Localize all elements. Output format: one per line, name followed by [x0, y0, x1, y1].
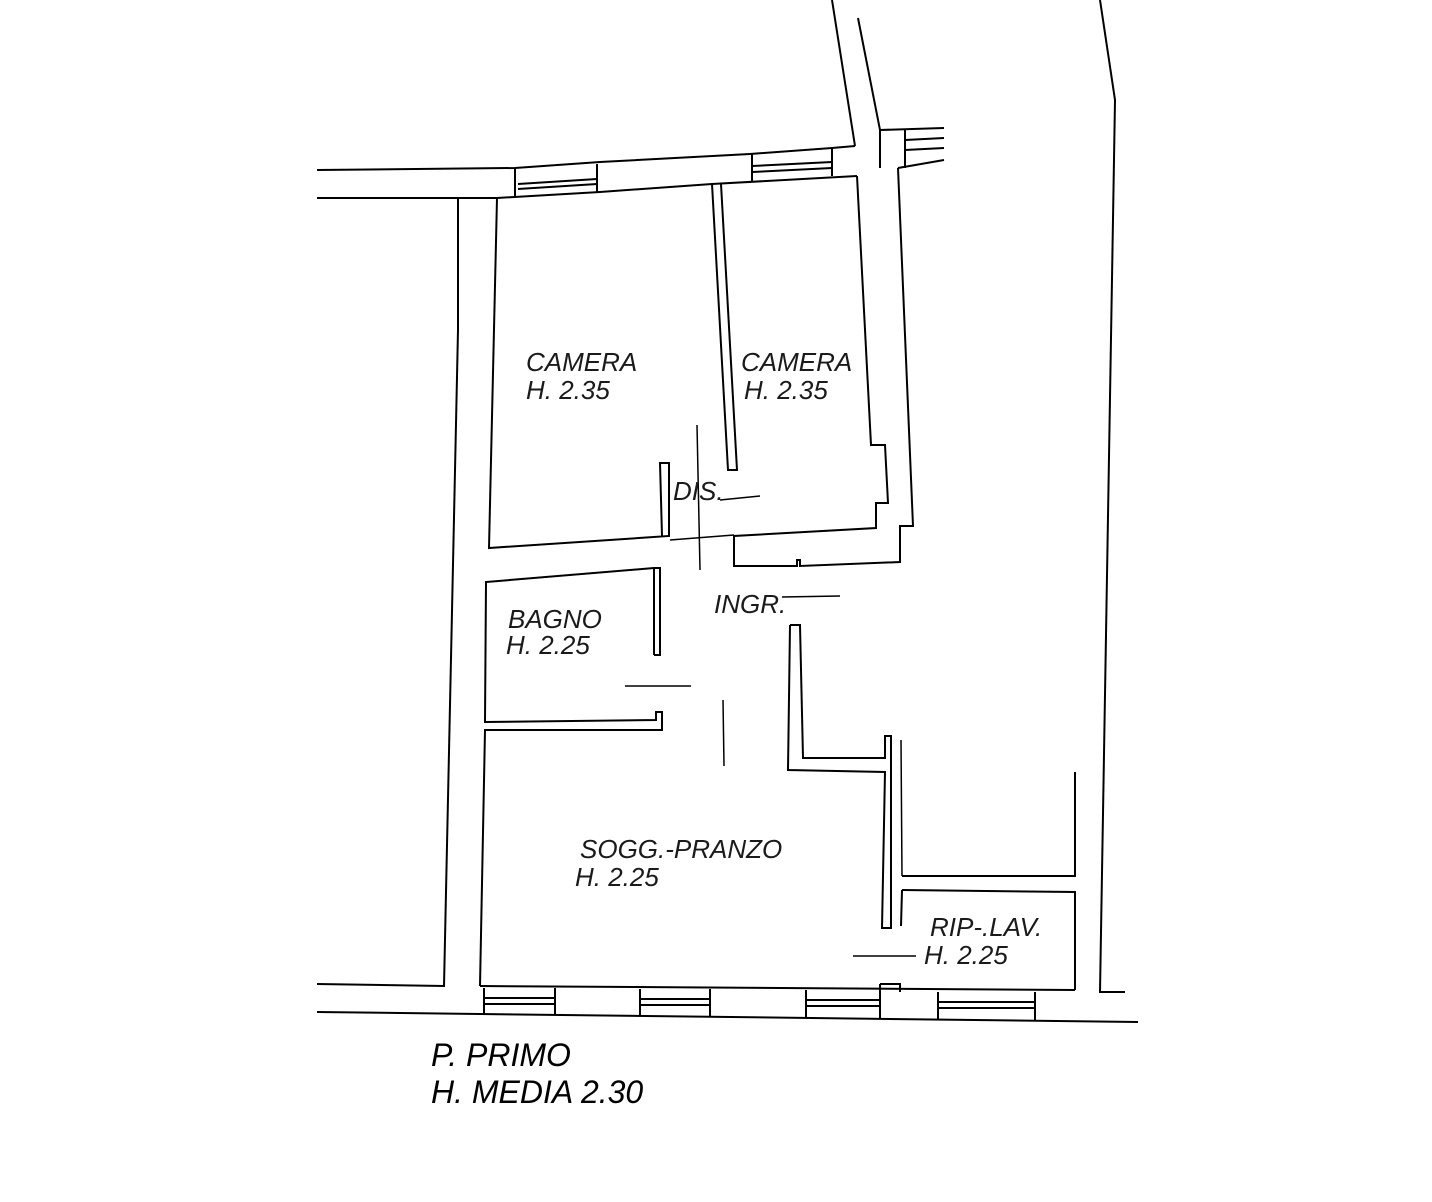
soggiorno-name: SOGG.-PRANZO [580, 834, 782, 864]
camera-left-name: CAMERA [526, 347, 637, 377]
bottom-windows [483, 983, 1036, 1020]
camera-right-height: H. 2.35 [744, 375, 828, 405]
floor-title: P. PRIMO [431, 1037, 571, 1073]
average-height: H. MEDIA 2.30 [431, 1074, 643, 1110]
ingresso-name: INGR. [714, 589, 786, 619]
room-labels: CAMERA H. 2.35 CAMERA H. 2.35 DIS. BAGNO… [506, 347, 1042, 970]
interior-walls [479, 183, 1076, 991]
bagno-name: BAGNO [508, 604, 602, 634]
ripostiglio-name: RIP-.LAV. [930, 912, 1042, 942]
exterior-walls [316, 0, 1139, 1023]
bagno-height: H. 2.25 [506, 630, 590, 660]
ripostiglio-height: H. 2.25 [924, 940, 1008, 970]
dis-name: DIS. [673, 476, 724, 506]
plan-title: P. PRIMO H. MEDIA 2.30 [431, 1037, 643, 1110]
camera-right-name: CAMERA [741, 347, 852, 377]
camera-left-height: H. 2.35 [526, 375, 610, 405]
soggiorno-height: H. 2.25 [575, 862, 659, 892]
